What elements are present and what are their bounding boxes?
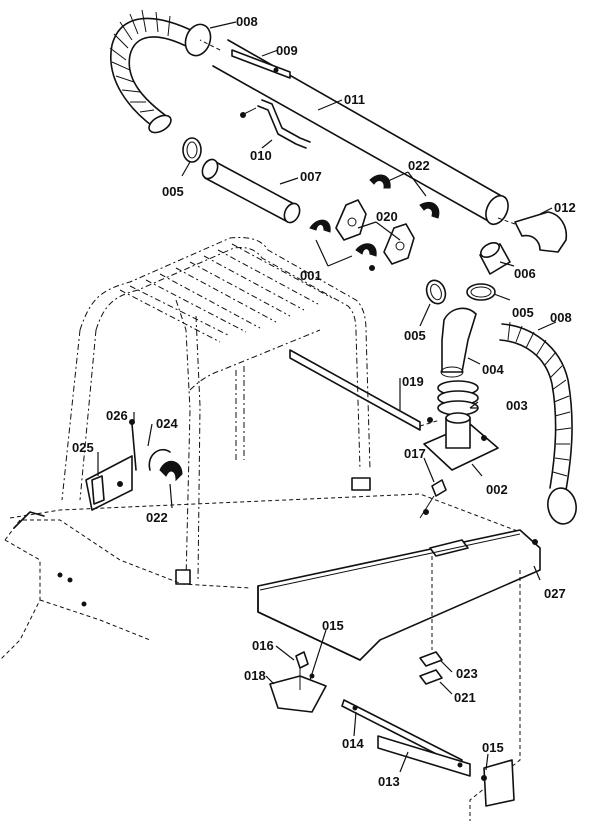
callout-015-top: 015 — [322, 618, 344, 633]
callout-021: 021 — [454, 690, 476, 705]
fender-027 — [9, 493, 541, 661]
callout-005-left: 005 — [162, 184, 184, 199]
bracket-010 — [240, 99, 311, 149]
leader-lines — [97, 21, 557, 773]
clamp-005-c — [425, 279, 447, 305]
callout-labels: 008 009 011 010 005 007 022 012 020 001 … — [72, 14, 576, 789]
lower-post-right — [469, 570, 521, 821]
elbow-004 — [440, 307, 477, 378]
callout-027: 027 — [544, 586, 566, 601]
callout-011: 011 — [344, 92, 365, 107]
callout-022-left: 022 — [146, 510, 168, 525]
callout-019: 019 — [402, 374, 424, 389]
callout-001: 001 — [300, 268, 322, 283]
callout-023: 023 — [456, 666, 478, 681]
clips-022-001 — [309, 174, 440, 257]
callout-006: 006 — [514, 266, 536, 281]
callout-007: 007 — [300, 169, 322, 184]
callout-009: 009 — [276, 43, 298, 58]
callout-008-right: 008 — [550, 310, 572, 325]
bracket-assembly-left — [85, 419, 183, 511]
step-brackets — [269, 651, 327, 713]
callout-004: 004 — [482, 362, 504, 377]
pipe-007 — [201, 158, 301, 224]
callout-010: 010 — [250, 148, 272, 163]
mounts-020 — [335, 199, 415, 271]
clamps-003 — [437, 380, 479, 416]
elbow-012 — [497, 211, 568, 253]
clamp-005-a — [182, 137, 202, 163]
callout-022-top: 022 — [408, 158, 430, 173]
callout-013: 013 — [378, 774, 400, 789]
callout-012: 012 — [554, 200, 576, 215]
callout-005-middle: 005 — [404, 328, 426, 343]
flex-hose-right — [499, 321, 577, 525]
rails-014-013 — [341, 699, 471, 777]
callout-026: 026 — [106, 408, 128, 423]
callout-025: 025 — [72, 440, 94, 455]
callout-002: 002 — [486, 482, 508, 497]
tube-006 — [479, 241, 511, 275]
callout-005-right: 005 — [512, 305, 534, 320]
rops-frame — [61, 237, 371, 585]
plates-023-021 — [419, 556, 443, 685]
callout-017: 017 — [404, 446, 426, 461]
clamp-005-b — [466, 283, 496, 301]
base-frame-left — [0, 511, 251, 661]
bracket-009 — [231, 49, 291, 79]
callout-014: 014 — [342, 736, 364, 751]
callout-008-top: 008 — [236, 14, 258, 29]
rod-019 — [289, 349, 441, 431]
flex-hose-top — [109, 9, 212, 134]
callout-003: 003 — [506, 398, 528, 413]
callout-020: 020 — [376, 209, 398, 224]
callout-016: 016 — [252, 638, 274, 653]
callout-024: 024 — [156, 416, 178, 431]
callout-015-bottom: 015 — [482, 740, 504, 755]
callout-018: 018 — [244, 668, 266, 683]
handle-017 — [419, 479, 447, 519]
